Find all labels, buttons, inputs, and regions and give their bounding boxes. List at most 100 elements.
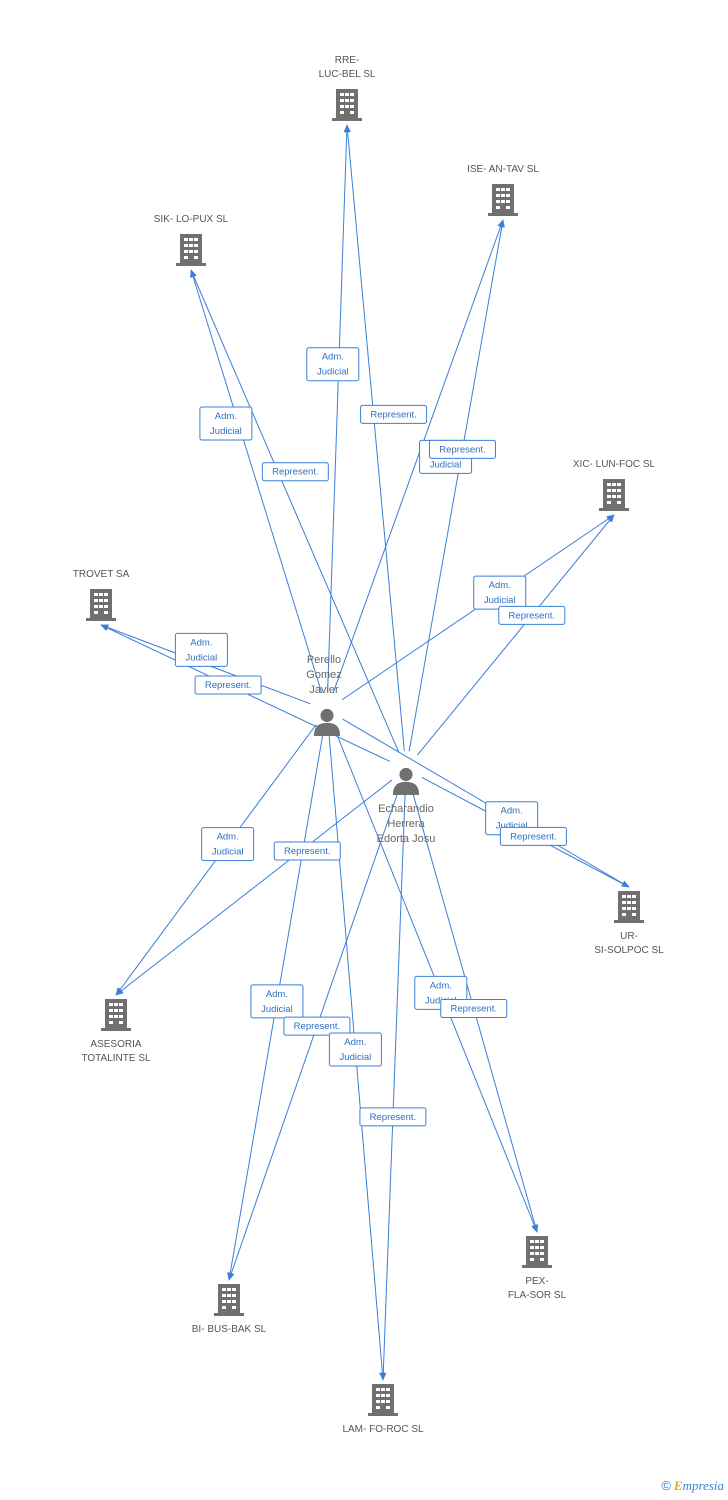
edges-layer bbox=[100, 124, 630, 1381]
relation-label-box bbox=[306, 347, 360, 382]
relation-label-box bbox=[199, 406, 253, 441]
relation-label-box bbox=[261, 462, 329, 482]
company-node-sik[interactable]: SIK- LO-PUX SL bbox=[154, 214, 229, 266]
company-node-ise[interactable]: ISE- AN-TAV SL bbox=[467, 164, 539, 216]
person-name: Javier bbox=[309, 684, 339, 696]
relation-label-box bbox=[328, 1032, 382, 1067]
relation-label-box bbox=[250, 984, 304, 1019]
person-name: Edorta Josu bbox=[377, 833, 436, 845]
relation-label-text: Judicial bbox=[261, 1004, 293, 1015]
relation-label[interactable]: Adm.Judicial bbox=[473, 575, 527, 610]
person-icon bbox=[313, 708, 341, 736]
relation-label-text: Judicial bbox=[430, 459, 462, 470]
company-name: SI-SOLPOC SL bbox=[594, 945, 664, 956]
relation-label-text: Judicial bbox=[317, 367, 349, 378]
relation-label[interactable]: Represent. bbox=[498, 605, 566, 625]
relation-label[interactable]: Represent. bbox=[194, 675, 262, 695]
relation-label-text: Adm. bbox=[501, 806, 523, 817]
relation-label[interactable]: Adm. Judicial bbox=[250, 984, 304, 1019]
relation-label-text: Represent. bbox=[451, 1004, 497, 1015]
relation-label-text: Represent. bbox=[205, 680, 251, 691]
relation-edge bbox=[190, 269, 323, 693]
company-name: ISE- AN-TAV SL bbox=[467, 164, 539, 175]
relation-label-text: Judicial bbox=[340, 1052, 372, 1063]
relation-label-box bbox=[194, 675, 262, 695]
company-name: FLA-SOR SL bbox=[508, 1290, 567, 1301]
relation-label-text: Judicial bbox=[484, 595, 516, 606]
building-icon bbox=[368, 1384, 398, 1416]
relation-label[interactable]: Represent. bbox=[428, 439, 496, 459]
building-icon bbox=[332, 89, 362, 121]
company-node-rre[interactable]: RRE-LUC-BEL SL bbox=[319, 55, 376, 121]
relation-label[interactable]: Represent. bbox=[283, 1016, 351, 1036]
relation-label-text: Adm. bbox=[215, 411, 237, 422]
relation-label-text: Adm. bbox=[322, 352, 344, 363]
relation-label[interactable]: Represent. bbox=[273, 841, 341, 861]
edge-labels-layer: Adm.JudicialRepresent.Adm.JudicialRepres… bbox=[174, 347, 567, 1127]
relation-edge bbox=[332, 219, 504, 694]
company-name: TROVET SA bbox=[73, 569, 130, 580]
relation-edge bbox=[344, 124, 405, 752]
relation-label-box bbox=[273, 841, 341, 861]
relation-label-text: Represent. bbox=[370, 409, 416, 420]
relation-label-box bbox=[428, 439, 496, 459]
person-name: Herrera bbox=[387, 818, 425, 830]
relation-label[interactable]: Adm.Judicial bbox=[174, 632, 228, 667]
relation-label[interactable]: Adm.Judicial bbox=[328, 1032, 382, 1067]
company-node-lam[interactable]: LAM- FO-ROC SL bbox=[342, 1384, 424, 1435]
person-icon bbox=[392, 767, 420, 795]
relation-label[interactable]: Represent. bbox=[261, 462, 329, 482]
relation-label-box bbox=[201, 827, 255, 862]
building-icon bbox=[101, 999, 131, 1031]
company-name: RRE- bbox=[335, 55, 359, 66]
company-node-ur[interactable]: UR- SI-SOLPOC SL bbox=[594, 891, 664, 956]
relation-label-box bbox=[360, 404, 428, 424]
empresia-logo[interactable]: ©Empresia bbox=[661, 1478, 724, 1494]
company-node-bi[interactable]: BI- BUS-BAK SL bbox=[192, 1284, 267, 1335]
building-icon bbox=[488, 184, 518, 216]
company-node-trovet[interactable]: TROVET SA bbox=[73, 569, 130, 621]
relation-label[interactable]: Adm. Judicial bbox=[201, 827, 255, 862]
building-icon bbox=[614, 891, 644, 923]
relation-label[interactable]: Represent. bbox=[440, 999, 508, 1019]
person-name: Echarandio bbox=[378, 803, 434, 815]
relation-label-text: Adm. bbox=[217, 832, 239, 843]
relation-label-text: Adm. bbox=[266, 989, 288, 1000]
relation-label[interactable]: Represent. bbox=[360, 404, 428, 424]
relation-label-box bbox=[498, 605, 566, 625]
relation-label-text: Judicial bbox=[210, 426, 242, 437]
nodes-layer: RRE-LUC-BEL SL ISE- AN-TAV SL SIK- LO-PUX … bbox=[73, 55, 664, 1435]
brand-initial: E bbox=[673, 1478, 683, 1493]
relation-edge bbox=[380, 786, 406, 1381]
relation-label-text: Judicial bbox=[212, 847, 244, 858]
person-name: Perello bbox=[307, 654, 341, 666]
company-name: PEX- bbox=[525, 1276, 548, 1287]
relation-label[interactable]: Represent. bbox=[359, 1107, 427, 1127]
person-name: Gomez bbox=[306, 669, 341, 681]
copyright-symbol: © bbox=[661, 1478, 671, 1493]
company-name: SIK- LO-PUX SL bbox=[154, 214, 229, 225]
relation-label-box bbox=[499, 826, 567, 846]
relation-label-text: Judicial bbox=[186, 652, 218, 663]
building-icon bbox=[214, 1284, 244, 1316]
relation-label-box bbox=[174, 632, 228, 667]
relation-label-text: Judicial bbox=[496, 821, 528, 832]
building-icon bbox=[522, 1236, 552, 1268]
relation-label[interactable]: Represent. bbox=[499, 826, 567, 846]
company-node-pex[interactable]: PEX- FLA-SOR SL bbox=[508, 1236, 567, 1301]
company-name: TOTALINTE SL bbox=[81, 1053, 151, 1064]
company-name: UR- bbox=[620, 931, 638, 942]
relation-label-text: Represent. bbox=[439, 444, 485, 455]
relation-label[interactable]: Adm. Judicial bbox=[306, 347, 360, 382]
company-node-xic[interactable]: XIC- LUN-FOC SL bbox=[573, 459, 656, 511]
relation-label-text: Represent. bbox=[294, 1021, 340, 1032]
relation-edge bbox=[408, 219, 505, 752]
relation-label[interactable]: Adm. Judicial bbox=[199, 406, 253, 441]
company-name: XIC- LUN-FOC SL bbox=[573, 459, 656, 470]
relation-label-text: Represent. bbox=[509, 610, 555, 621]
relation-edge bbox=[327, 124, 350, 693]
